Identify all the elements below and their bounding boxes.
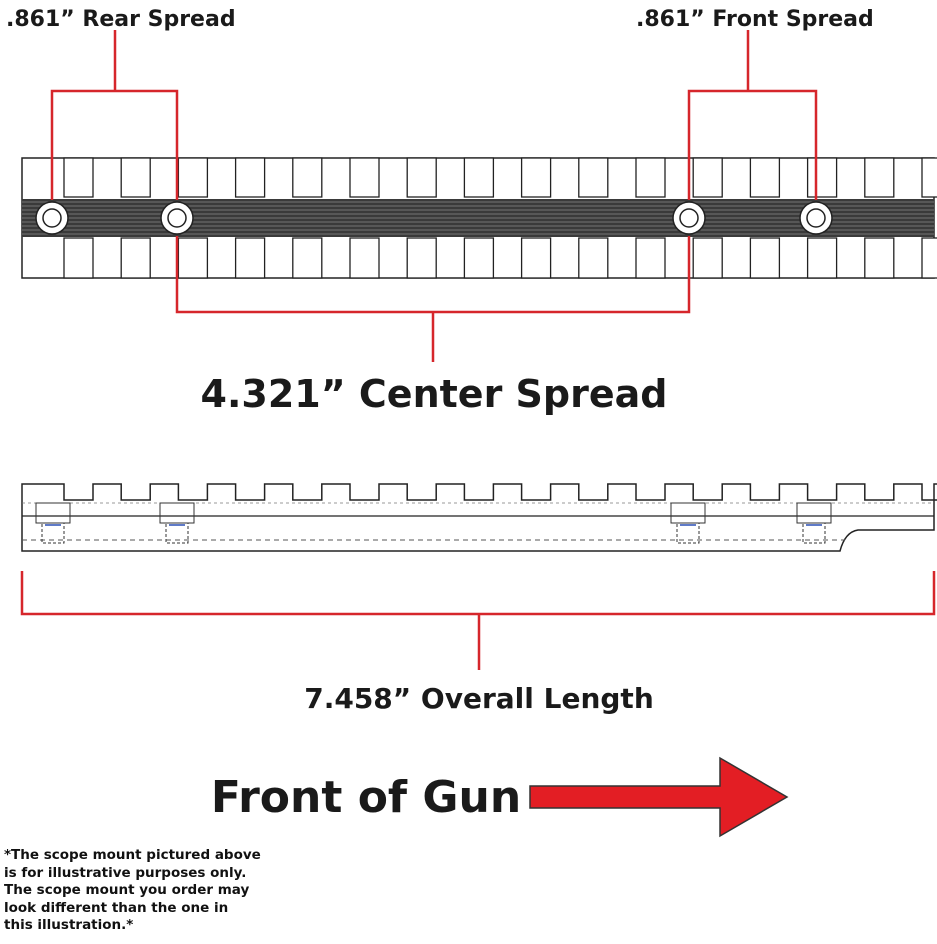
rail-slot-upper bbox=[520, 157, 552, 198]
disclaimer-line: this illustration.* bbox=[4, 917, 134, 933]
rear-spread-bracket bbox=[50, 30, 179, 200]
rail-slot-lower bbox=[349, 237, 380, 279]
center-spread-bracket bbox=[175, 236, 691, 362]
overall-length-bracket bbox=[20, 571, 936, 670]
disclaimer-line: The scope mount you order may bbox=[4, 882, 250, 898]
rail-slot-upper bbox=[692, 157, 723, 198]
rail-slot-lower bbox=[63, 237, 94, 279]
rear-spread-label: .861” Rear Spread bbox=[6, 7, 236, 32]
side-screw-front-2 bbox=[796, 502, 832, 544]
side-screw-rear-2 bbox=[159, 502, 195, 544]
rail-slot-upper bbox=[864, 157, 895, 198]
rail-slot-upper bbox=[63, 157, 94, 198]
front-spread-bracket bbox=[687, 30, 818, 200]
rail-slot-upper bbox=[749, 157, 781, 198]
side-screw-front-1 bbox=[670, 502, 706, 544]
rail-slot-upper bbox=[234, 157, 266, 198]
disclaimer: *The scope mount pictured above is for i… bbox=[4, 847, 294, 935]
rail-slot-upper bbox=[120, 157, 151, 198]
rail-slot-upper bbox=[806, 157, 838, 198]
screw-hole-front-2 bbox=[799, 201, 833, 235]
rail-slot-upper bbox=[635, 157, 666, 198]
screw-hole-rear-2 bbox=[160, 201, 194, 235]
rail-slot-lower bbox=[578, 237, 609, 279]
front-of-gun-label: Front of Gun bbox=[211, 772, 521, 823]
right-arrow-icon bbox=[529, 756, 789, 838]
screw-hole-rear-1 bbox=[35, 201, 69, 235]
rail-slot-upper bbox=[177, 157, 209, 198]
rail-slot-lower bbox=[120, 237, 151, 279]
rail-slot-lower bbox=[406, 237, 437, 279]
disclaimer-line: look different than the one in bbox=[4, 899, 229, 916]
rail-slot-upper bbox=[921, 157, 937, 198]
side-screw-rear-1 bbox=[35, 502, 71, 544]
rail-slot-upper bbox=[406, 157, 437, 198]
rail-slot-lower bbox=[806, 237, 838, 279]
rail-side-view bbox=[21, 483, 937, 552]
callout-lines bbox=[20, 30, 936, 670]
rail-slot-upper bbox=[578, 157, 609, 198]
screw-hole-front-1 bbox=[672, 201, 706, 235]
rail-slot-lower bbox=[463, 237, 495, 279]
rail-slot-lower bbox=[292, 237, 323, 279]
center-spread-label: 4.321” Center Spread bbox=[201, 372, 668, 416]
front-spread-label: .861” Front Spread bbox=[636, 7, 874, 32]
rail-slot-upper bbox=[292, 157, 323, 198]
side-screw-counterbores bbox=[35, 502, 832, 544]
rail-slot-lower bbox=[520, 237, 552, 279]
rail-slot-lower bbox=[749, 237, 781, 279]
rail-slot-upper bbox=[463, 157, 495, 198]
rail-slot-lower bbox=[921, 237, 937, 279]
rail-side-outline bbox=[21, 483, 937, 552]
rail-slot-lower bbox=[234, 237, 266, 279]
disclaimer-line: *The scope mount pictured above bbox=[4, 847, 261, 863]
rail-slot-lower bbox=[177, 237, 209, 279]
disclaimer-line: is for illustrative purposes only. bbox=[4, 864, 247, 881]
overall-length-label: 7.458” Overall Length bbox=[304, 682, 654, 715]
rail-slot-lower bbox=[635, 237, 666, 279]
rail-top-slots bbox=[63, 157, 937, 279]
rail-slot-upper bbox=[349, 157, 380, 198]
mount-screw-holes bbox=[35, 201, 833, 235]
rail-slot-lower bbox=[864, 237, 895, 279]
rail-slot-lower bbox=[692, 237, 723, 279]
rail-top-view bbox=[21, 157, 937, 279]
